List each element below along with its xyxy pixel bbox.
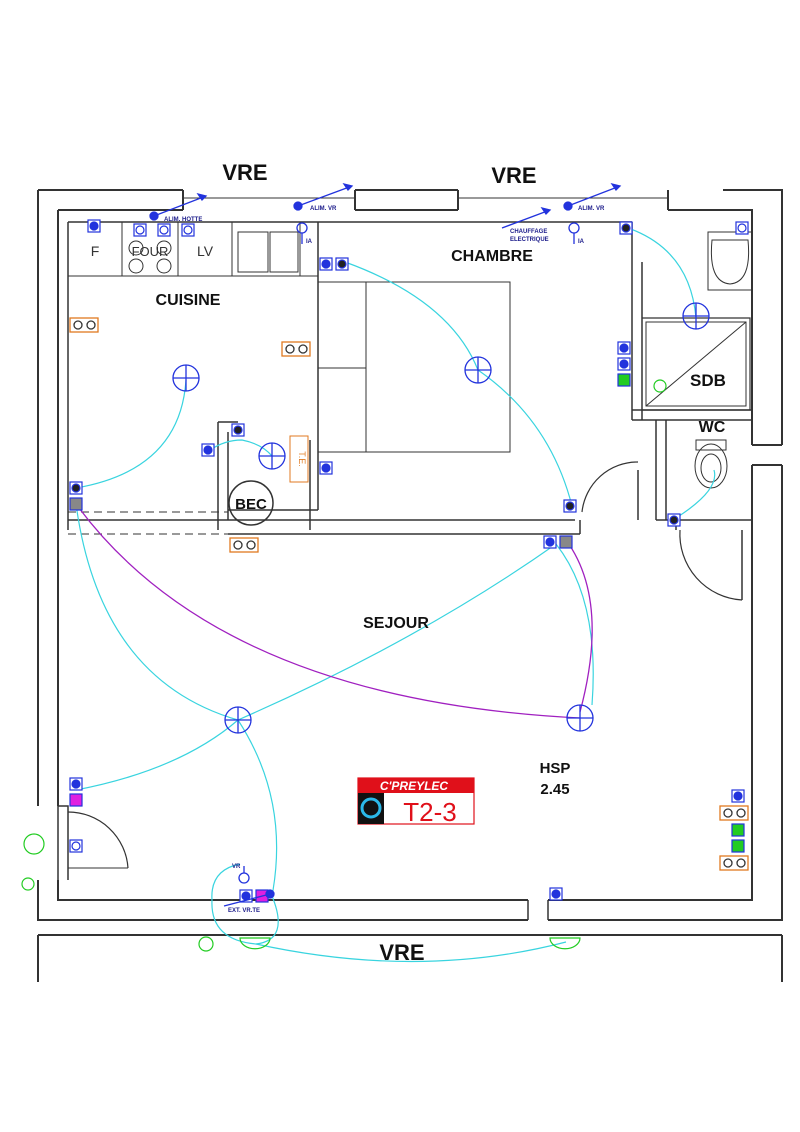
- light-bec: [258, 442, 286, 470]
- socket: [319, 461, 333, 475]
- shutter-label-top-left: VRE: [222, 160, 267, 185]
- tag-hood-supply: ALIM. HOTTE: [164, 217, 202, 223]
- socket: [69, 839, 83, 853]
- socket: [731, 823, 745, 837]
- te-label: T.E.: [297, 451, 307, 467]
- room-sdb: SDB: [690, 371, 726, 390]
- socket: [617, 341, 631, 355]
- living-wire-2: [565, 539, 593, 713]
- light-cuisine: [172, 364, 200, 392]
- socket: [619, 221, 633, 235]
- appliance-oven: FOUR: [132, 244, 169, 259]
- light-sdb: [682, 302, 710, 330]
- socket: [731, 789, 745, 803]
- socket: [69, 777, 83, 791]
- socket: [201, 443, 215, 457]
- room-cuisine: CUISINE: [156, 292, 221, 309]
- socket: [617, 373, 631, 387]
- outlet-cuisine-right: [281, 341, 311, 357]
- room-chambre: CHAMBRE: [451, 248, 533, 265]
- socket: [731, 839, 745, 853]
- ext-socket-icon: [21, 877, 35, 891]
- socket: [563, 499, 577, 513]
- socket: [335, 257, 349, 271]
- socket: [319, 257, 333, 271]
- socket: [617, 357, 631, 371]
- shutter-switches: [149, 182, 622, 907]
- socket: [231, 423, 245, 437]
- socket: [735, 221, 749, 235]
- tag-ia-1: IA: [306, 239, 313, 245]
- shutter-label-bottom: VRE: [379, 940, 424, 965]
- outlet-sejour: [229, 537, 259, 553]
- appliance-fridge: F: [91, 243, 100, 259]
- vmc-icon: [653, 379, 667, 393]
- kitchen-appliances: [128, 240, 172, 274]
- socket: [559, 535, 573, 549]
- hsp-label: HSP: [540, 760, 571, 777]
- socket: [69, 481, 83, 495]
- room-bec: BEC: [235, 496, 267, 513]
- walls: [37, 189, 783, 982]
- light-chambre: [464, 356, 492, 384]
- outlet-right-1: [719, 805, 749, 821]
- socket: [181, 223, 195, 237]
- light-sejour-2: [566, 704, 594, 732]
- ext-lamp-bottom-left: [239, 937, 271, 950]
- tag-vr: VR: [232, 864, 241, 870]
- logo-brand: C'PREYLEC: [380, 779, 449, 793]
- logo-mark-icon: [360, 797, 382, 819]
- orange-outlets: [69, 317, 749, 871]
- tag-heating-2: ELECTRIQUE: [510, 237, 549, 243]
- ext-light-icon: [23, 833, 45, 855]
- tag-shutter-supply-1: ALIM. VR: [310, 206, 337, 212]
- socket: [69, 497, 83, 511]
- tag-shutter-supply-2: ALIM. VR: [578, 206, 605, 212]
- room-wc: WC: [699, 419, 726, 436]
- te-box: [289, 435, 309, 483]
- living-wire: [75, 503, 581, 719]
- socket: [549, 887, 563, 901]
- shutter-label-top-right: VRE: [491, 163, 536, 188]
- socket: [157, 223, 171, 237]
- tag-ext-shutter: EXT. VR.TE: [228, 908, 260, 914]
- hsp-value: 2.45: [540, 781, 569, 798]
- ext-lamp-bottom-right: [549, 937, 581, 950]
- socket: [543, 535, 557, 549]
- light-sejour-1: [224, 706, 252, 734]
- ceiling-lights: [172, 302, 710, 734]
- socket: [87, 219, 101, 233]
- outlet-right-2: [719, 855, 749, 871]
- circuit-wiring: [75, 227, 716, 963]
- ext-bell-icon: [198, 936, 214, 952]
- logo-code: T2-3: [403, 797, 456, 827]
- room-sejour: SEJOUR: [363, 615, 429, 632]
- socket: [667, 513, 681, 527]
- tag-heating-1: CHAUFFAGE: [510, 229, 547, 235]
- brand-logo: C'PREYLEC T2-3: [357, 777, 475, 827]
- socket: [133, 223, 147, 237]
- outlet-cuisine-left: [69, 317, 99, 333]
- socket: [69, 793, 83, 807]
- tag-ia-2: IA: [578, 239, 585, 245]
- sockets: [69, 219, 749, 903]
- exterior-devices: [21, 379, 667, 952]
- appliance-dishwasher: LV: [197, 243, 214, 259]
